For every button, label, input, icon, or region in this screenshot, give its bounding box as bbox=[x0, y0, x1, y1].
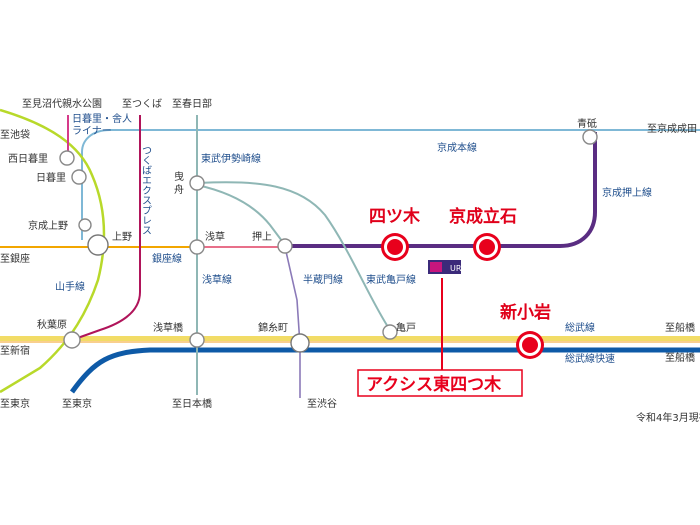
label-kinshicho: 錦糸町 bbox=[258, 321, 288, 334]
label-asakusabashi: 浅草橋 bbox=[153, 321, 183, 334]
dir-funabashi2: 至船橋 bbox=[665, 351, 695, 364]
label-keisei-ueno: 京成上野 bbox=[28, 219, 68, 232]
line-asakusa: 浅草線 bbox=[202, 273, 232, 286]
label-hikifune-1: 曳 bbox=[174, 171, 184, 183]
station-marker-nippori bbox=[71, 169, 87, 185]
dir-funabashi1: 至船橋 bbox=[665, 321, 695, 334]
label-keisei-tateishi: 京成立石 bbox=[449, 206, 517, 227]
label-shin-koiwa: 新小岩 bbox=[500, 302, 551, 323]
station-marker-keisei-tateishi bbox=[473, 233, 501, 261]
station-marker-aoto bbox=[582, 129, 598, 145]
property-label-box bbox=[357, 369, 523, 397]
sobu-rapid-line bbox=[69, 347, 700, 394]
keisei-oshiage-line bbox=[285, 132, 597, 248]
station-marker-ueno bbox=[87, 234, 109, 256]
line-tobu-isesaki: 東武伊勢崎線 bbox=[201, 152, 261, 165]
label-ueno: 上野 bbox=[112, 231, 132, 243]
dir-narita: 至京成成田 bbox=[647, 122, 697, 135]
label-aoto: 青砥 bbox=[577, 117, 597, 130]
sobu-line bbox=[0, 336, 700, 341]
station-marker-hikifune bbox=[189, 175, 205, 191]
tsukuba-express-line bbox=[71, 115, 141, 341]
keisei-main-line bbox=[81, 129, 700, 240]
label-kameido: 亀戸 bbox=[396, 321, 416, 334]
label-hikifune-2: 舟 bbox=[174, 183, 184, 196]
tobu-branch bbox=[196, 184, 286, 246]
line-tobu-kameido: 東武亀戸線 bbox=[366, 273, 416, 286]
dir-tokyo2: 至東京 bbox=[62, 397, 92, 410]
station-marker-akihabara bbox=[63, 331, 81, 349]
station-marker-nishi-nippori bbox=[59, 150, 75, 166]
station-marker-oshiage bbox=[277, 238, 293, 254]
label-yotsugi: 四ツ木 bbox=[369, 206, 421, 227]
label-nishi-nippori: 西日暮里 bbox=[8, 152, 48, 165]
line-liner: ライナー bbox=[72, 125, 112, 137]
dir-nihonbashi: 至日本橋 bbox=[172, 397, 212, 410]
date-note: 令和4年3月現在 bbox=[636, 411, 700, 424]
label-nippori: 日暮里 bbox=[36, 171, 66, 184]
ur-logo-text: UR bbox=[450, 264, 462, 273]
station-marker-keisei-ueno bbox=[78, 218, 92, 232]
label-akihabara: 秋葉原 bbox=[37, 318, 67, 331]
station-marker-yotsugi bbox=[381, 233, 409, 261]
dir-shinjuku: 至新宿 bbox=[0, 344, 30, 357]
dir-ginza: 至銀座 bbox=[0, 252, 30, 265]
ur-logo: UR bbox=[428, 260, 462, 274]
line-sobu: 総武線 bbox=[565, 321, 595, 334]
station-marker-shin-koiwa bbox=[516, 331, 544, 359]
line-ginza: 銀座線 bbox=[152, 252, 182, 265]
dir-minuma: 至見沼代親水公園 bbox=[22, 97, 102, 110]
label-asakusa: 浅草 bbox=[205, 230, 225, 243]
station-marker-kinshicho bbox=[290, 333, 310, 353]
line-hanzomon: 半蔵門線 bbox=[303, 273, 343, 286]
line-keisei-oshiage: 京成押上線 bbox=[602, 186, 652, 199]
station-marker-asakusabashi bbox=[189, 332, 205, 348]
line-tsukuba-express: つくばエクスプレス bbox=[140, 145, 152, 235]
line-sobu-rapid: 総武線快速 bbox=[565, 352, 615, 365]
line-keisei-main: 京成本線 bbox=[437, 141, 477, 154]
property-name: アクシス東四つ木 bbox=[366, 374, 502, 395]
dir-tokyo1: 至東京 bbox=[0, 397, 30, 410]
dir-shibuya: 至渋谷 bbox=[307, 397, 337, 410]
tobu-kameido-line bbox=[199, 181, 391, 331]
dir-tsukuba: 至つくば bbox=[122, 98, 162, 110]
dir-kasukabe: 至春日部 bbox=[172, 97, 212, 110]
hanzomon-line bbox=[284, 246, 301, 398]
station-marker-asakusa bbox=[189, 239, 205, 255]
line-yamanote: 山手線 bbox=[55, 280, 85, 293]
station-marker-kameido bbox=[382, 324, 398, 340]
dir-ikebukuro: 至池袋 bbox=[0, 128, 30, 141]
line-nippori-toneri: 日暮里・舎人 bbox=[72, 112, 132, 125]
label-oshiage: 押上 bbox=[252, 230, 272, 243]
